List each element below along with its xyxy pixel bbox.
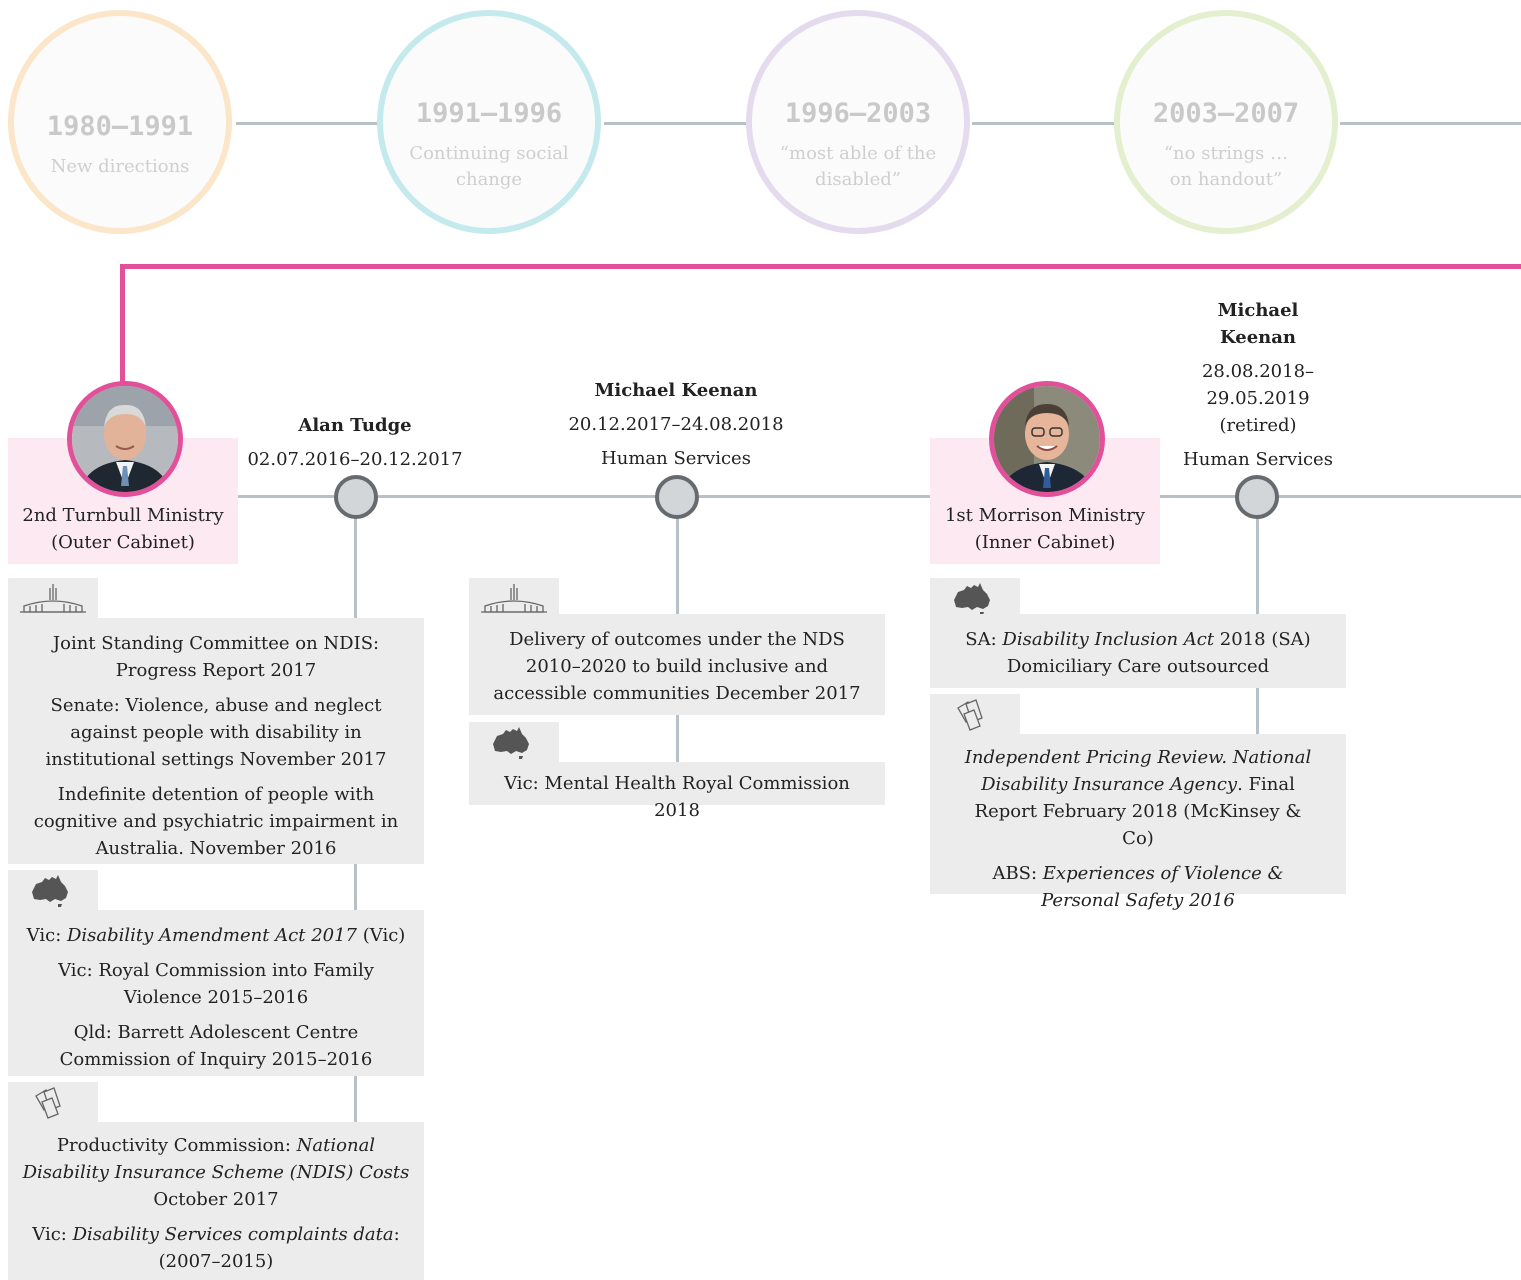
state-tab [469,722,559,762]
era-circle-1980-1991: 1980–1991 New directions [8,10,232,234]
era-years: 1991–1996 [415,98,563,129]
era-years: 1996–2003 [784,98,932,129]
minister-keenan-2: Michael Keenan 28.08.2018– 29.05.2019 (r… [1168,297,1348,473]
ministry-title: 1st Morrison Ministry [944,505,1146,526]
parliament-house-icon [20,584,86,613]
era-label: Continuing social change [409,143,569,190]
reports-tab [930,694,1020,734]
era-connector-3 [972,122,1118,125]
federal-item: Joint Standing Committee on NDIS: Progre… [52,633,380,681]
main-timeline [238,495,930,498]
col2-federal-box: Delivery of outcomes under the NDS 2010–… [469,614,885,715]
state-item: Domiciliary Care outsourced [1006,656,1270,677]
state-item: SA: Disability Inclusion Act 2018 (SA) [965,629,1311,650]
minister-term-line2: 29.05.2019 [1206,388,1310,409]
minister-note: (retired) [1219,415,1297,436]
minister-keenan-1: Michael Keenan 20.12.2017–24.08.2018 Hum… [556,377,796,472]
ministry-subtitle: (Outer Cabinet) [51,532,195,553]
ministry-subtitle: (Inner Cabinet) [974,532,1116,553]
era-connector-2 [604,122,750,125]
era-circle-1996-2003: 1996–2003 “most able of the disabled” [746,10,970,234]
minister-term-line1: 28.08.2018– [1201,361,1315,382]
report-item: Independent Pricing Review. National Dis… [964,747,1312,849]
portrait-turnbull [67,381,183,497]
reports-tab [8,1082,98,1122]
minister-department: Human Services [1183,449,1333,470]
era-label: “most able of the disabled” [779,143,937,190]
federal-tab [469,578,559,618]
col1-reports-box: Productivity Commission: National Disabi… [8,1122,424,1280]
timeline-node-keenan-1[interactable] [655,475,699,519]
ministry-title: 2nd Turnbull Ministry [22,505,224,526]
era-circle-2003-2007: 2003–2007 “no strings … on handout” [1114,10,1338,234]
minister-department: Human Services [601,448,751,469]
era-connector-4 [1340,122,1521,125]
era-years: 2003–2007 [1152,98,1300,129]
col1-state-box: Vic: Disability Amendment Act 2017 (Vic)… [8,910,424,1076]
pink-connector-horizontal [120,264,1521,269]
era-label: “no strings … on handout” [1163,143,1289,190]
australia-map-icon [954,583,990,615]
federal-item: Delivery of outcomes under the NDS 2010–… [493,629,861,704]
federal-item: Indefinite detention of people with cogn… [33,784,399,859]
minister-name: Alan Tudge [298,415,412,436]
portrait-morrison [989,381,1105,497]
col3-reports-box: Independent Pricing Review. National Dis… [930,734,1346,911]
australia-map-icon [32,875,68,907]
timeline-node-tudge[interactable] [334,475,378,519]
documents-icon [957,699,983,731]
state-tab [930,578,1020,618]
era-years: 1980–1991 [46,111,194,142]
report-item: Productivity Commission: National Disabi… [22,1135,410,1210]
minister-name-line1: Michael [1217,300,1299,321]
col2-state-box: Vic: Mental Health Royal Commission 2018 [469,762,885,821]
report-item: Vic: Disability Services complaints data… [32,1224,400,1272]
minister-name-line2: Keenan [1220,327,1296,348]
federal-item: Senate: Violence, abuse and neglect agai… [45,695,387,770]
minister-term: 20.12.2017–24.08.2018 [568,414,784,435]
minister-term: 02.07.2016–20.12.2017 [247,449,463,470]
minister-tudge: Alan Tudge 02.07.2016–20.12.2017 [240,412,470,473]
era-connector-1 [236,122,382,125]
federal-tab [8,578,98,618]
parliament-house-icon [481,584,547,613]
col1-federal-box: Joint Standing Committee on NDIS: Progre… [8,618,424,864]
state-item: Vic: Royal Commission into Family Violen… [58,960,374,1008]
report-item: ABS: Experiences of Violence & Personal … [992,863,1284,911]
state-item: Qld: Barrett Adolescent Centre Commissio… [59,1022,373,1070]
timeline-node-keenan-2[interactable] [1235,475,1279,519]
state-item: Vic: Mental Health Royal Commission 2018 [504,773,850,821]
era-label: New directions [50,156,190,177]
minister-name: Michael Keenan [594,380,758,401]
col3-state-box: SA: Disability Inclusion Act 2018 (SA) D… [930,614,1346,688]
state-item: Vic: Disability Amendment Act 2017 (Vic) [26,925,406,946]
state-tab [8,870,98,910]
australia-map-icon [493,727,529,759]
pink-connector-vertical [120,264,125,386]
era-circle-1991-1996: 1991–1996 Continuing social change [377,10,601,234]
documents-icon [35,1087,61,1119]
main-timeline-right [1160,495,1521,498]
